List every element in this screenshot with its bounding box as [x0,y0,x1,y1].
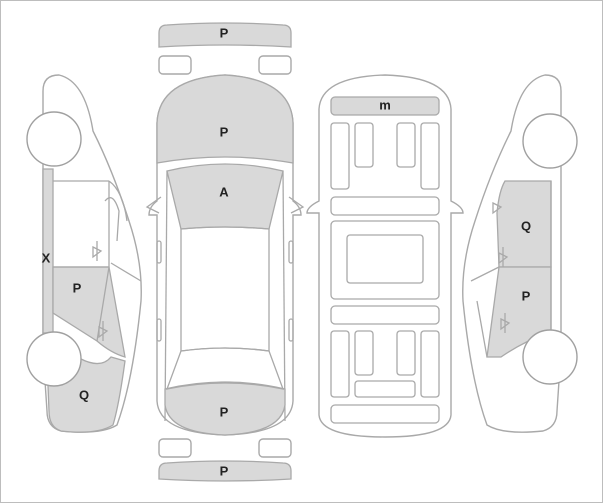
rear-bumper-panel[interactable] [158,460,292,482]
label-left-rear-quarter: Q [79,387,89,402]
label-roof-front: m [379,97,391,112]
right-handle-b [498,247,509,267]
right-handle-a [492,201,503,215]
label-left-rear-door: P [73,280,82,295]
left-door-lines [53,180,142,342]
front-crossbar [330,196,440,216]
roof-front-panel[interactable] [330,96,440,116]
left-handle-2 [156,318,162,342]
trunk-panel[interactable] [164,381,286,436]
right-door-lines [470,181,552,358]
center-frame [330,220,440,300]
left-rear-door-panel[interactable] [52,266,126,358]
label-hood: P [220,124,229,139]
left-side-line [164,170,168,422]
right-handle-2 [288,318,294,342]
hood-panel[interactable] [156,74,294,164]
seat-rear-left-outer [330,330,350,398]
seat-front-left [354,122,374,168]
right-rear-wheel [522,329,578,385]
label-trunk: P [220,404,229,419]
label-windshield: A [219,184,229,199]
left-handle-b [98,321,109,341]
left-rear-wheel [26,331,82,387]
rear-left-light [158,438,192,458]
rear-crossbar [330,305,440,325]
seat-front-right [396,122,416,168]
rear-panel [330,404,440,424]
right-handle-c [500,313,511,333]
front-left-light [158,55,192,75]
left-window-frame [104,197,120,242]
right-front-wheel [522,113,578,169]
left-handle-a [92,241,103,261]
seat-rear-right-outer [420,330,440,398]
left-front-wheel [26,111,82,167]
rear-window-line [165,347,285,390]
seat-front-left-outer [330,122,350,190]
label-front-bumper: P [220,25,229,40]
label-right-rear-door: P [522,288,531,303]
right-side-line [282,170,286,422]
right-handle-1 [288,240,294,264]
right-mirror [288,196,305,214]
label-right-front-door: Q [521,218,531,233]
label-left-pillar: X [42,250,51,265]
front-right-light [258,55,292,75]
seat-front-right-outer [420,122,440,190]
seat-rear-right [396,330,416,376]
left-handle-1 [156,240,162,264]
center-console [346,234,424,284]
left-mirror [145,196,162,214]
seat-rear-left [354,330,374,376]
interior-body [306,74,464,438]
front-bumper-panel[interactable] [158,22,292,48]
rear-seat-bench [354,380,416,398]
label-rear-bumper: P [220,463,229,478]
rear-right-light [258,438,292,458]
